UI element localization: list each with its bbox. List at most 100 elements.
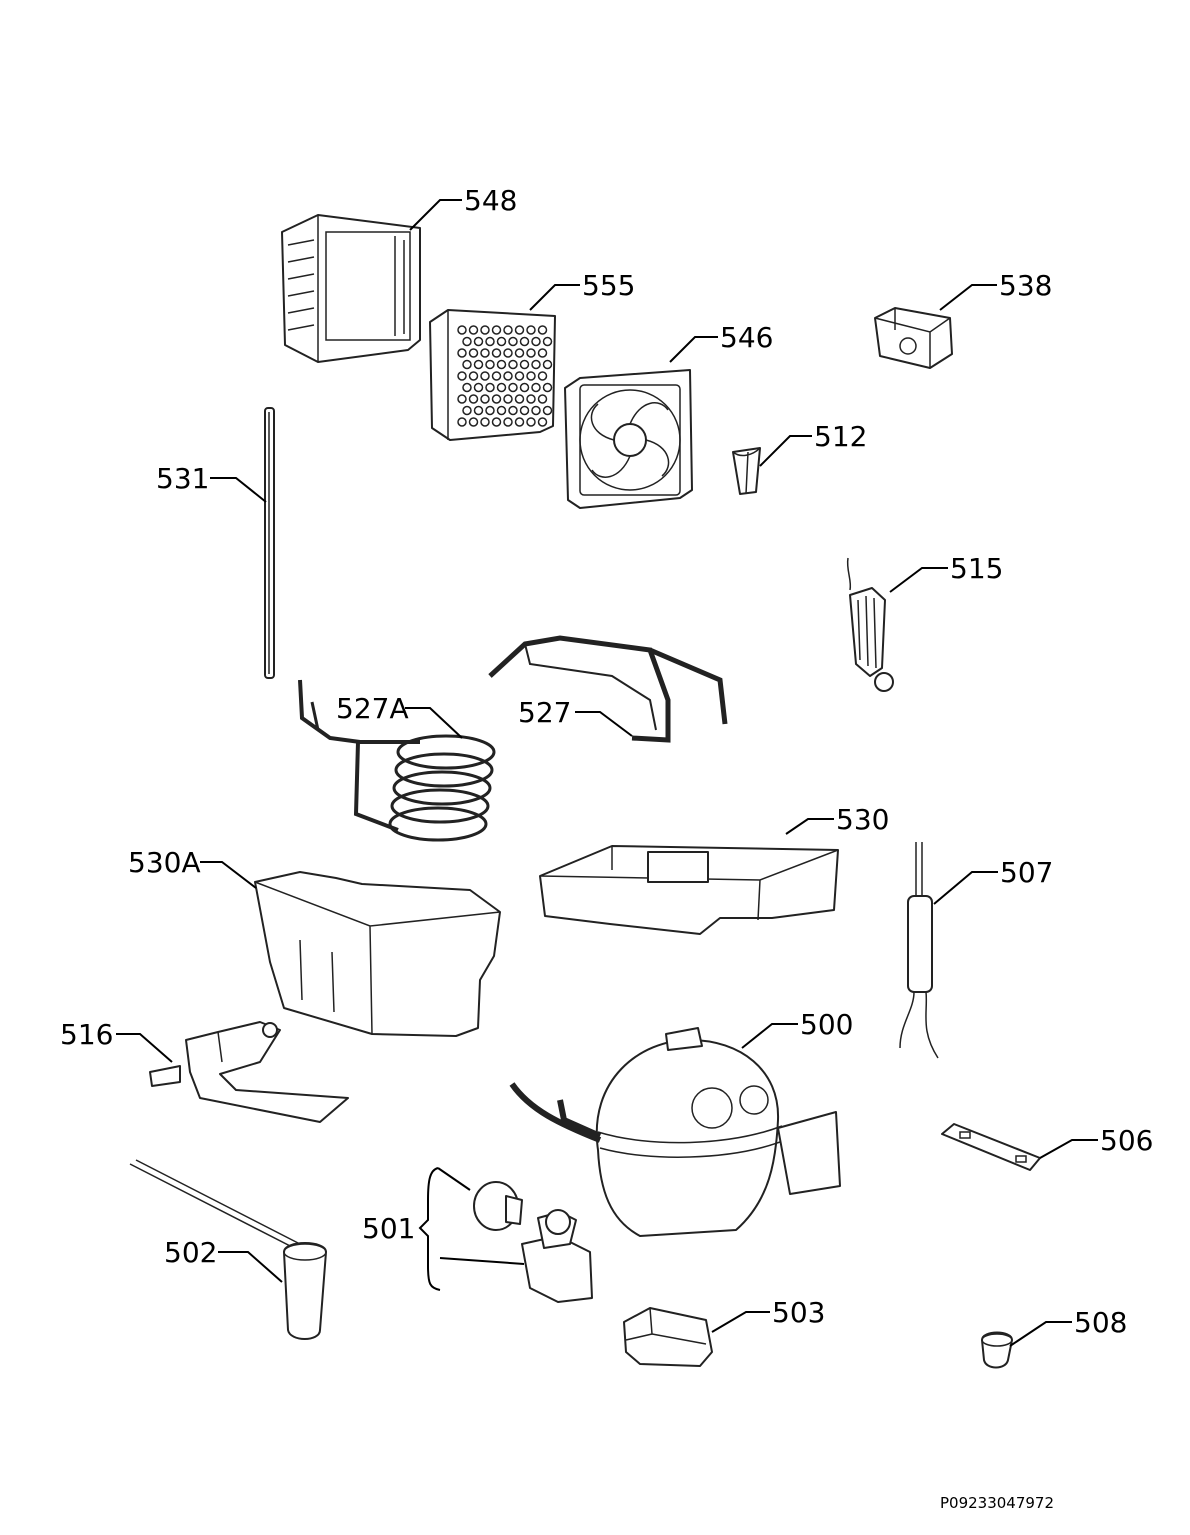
filter-hole	[468, 325, 479, 335]
filter-hole	[531, 336, 541, 347]
part-530A-box	[254, 871, 501, 1037]
part-500-compressor	[509, 1027, 841, 1237]
label-530A: 530A	[128, 846, 201, 879]
filter-hole	[496, 359, 507, 370]
part-546-fan	[564, 369, 693, 509]
filter-hole	[519, 336, 530, 347]
filter-hole	[496, 405, 507, 416]
filter-hole	[473, 382, 484, 393]
filter-hole	[503, 325, 513, 335]
filter-hole	[519, 359, 530, 370]
filter-hole	[503, 371, 513, 381]
filter-hole	[485, 405, 495, 416]
label-527A: 527A	[336, 692, 409, 725]
leader-lines	[116, 199, 1098, 1347]
filter-hole	[485, 382, 495, 393]
filter-hole	[526, 417, 536, 427]
filter-hole	[480, 394, 490, 404]
part-512-cap	[732, 447, 761, 495]
part-527-tube	[488, 635, 728, 743]
part-506-plate	[941, 1123, 1041, 1171]
filter-hole	[457, 394, 467, 404]
filter-hole	[514, 325, 525, 335]
filter-hole	[468, 371, 479, 381]
filter-hole	[457, 325, 467, 335]
filter-hole	[473, 336, 484, 347]
filter-hole	[514, 394, 525, 404]
part-516-bracket	[149, 1021, 349, 1123]
label-546: 546	[720, 321, 773, 354]
filter-hole	[473, 359, 484, 370]
filter-hole	[457, 348, 467, 358]
filter-hole	[526, 348, 536, 358]
filter-hole	[496, 336, 507, 347]
label-507: 507	[1000, 856, 1053, 889]
part-503-module	[623, 1307, 713, 1367]
part-507-capsule	[899, 842, 939, 1059]
filter-hole	[537, 417, 548, 427]
part-501-relay-group	[418, 1167, 593, 1303]
filter-hole	[462, 405, 472, 416]
filter-hole	[514, 417, 525, 427]
filter-hole	[542, 336, 553, 347]
filter-hole	[514, 348, 525, 358]
filter-hole	[537, 348, 548, 358]
label-515: 515	[950, 552, 1003, 585]
label-502: 502	[164, 1236, 217, 1269]
filter-hole	[457, 417, 467, 427]
filter-hole	[542, 405, 553, 416]
filter-hole	[468, 417, 479, 427]
filter-hole	[503, 417, 513, 427]
filter-hole	[503, 394, 513, 404]
filter-hole	[457, 371, 467, 381]
filter-hole	[519, 405, 530, 416]
document-id: P09233047972	[940, 1494, 1054, 1512]
filter-hole	[542, 359, 553, 370]
filter-hole	[526, 371, 536, 381]
filter-hole	[462, 336, 472, 347]
label-516: 516	[60, 1018, 113, 1051]
part-555-filter	[429, 309, 556, 441]
filter-hole	[480, 348, 490, 358]
part-548-housing	[281, 214, 421, 363]
filter-hole	[519, 382, 530, 393]
label-555: 555	[582, 269, 635, 302]
filter-hole	[503, 348, 513, 358]
filter-hole	[468, 348, 479, 358]
filter-hole	[531, 382, 541, 393]
filter-hole	[496, 382, 507, 393]
label-538: 538	[999, 269, 1052, 302]
part-530-tray	[539, 845, 839, 935]
filter-hole	[491, 394, 502, 404]
filter-hole	[531, 405, 541, 416]
filter-hole	[462, 359, 472, 370]
filter-hole	[508, 382, 518, 393]
filter-hole	[485, 359, 495, 370]
filter-hole	[514, 371, 525, 381]
label-530: 530	[836, 803, 889, 836]
filter-hole	[480, 325, 490, 335]
filter-hole	[468, 394, 479, 404]
filter-hole	[542, 382, 553, 393]
part-527A-coil	[298, 679, 496, 842]
filter-hole	[480, 417, 490, 427]
part-531-rod	[264, 407, 275, 679]
filter-hole	[537, 325, 548, 335]
filter-hole	[508, 359, 518, 370]
filter-hole	[473, 405, 484, 416]
filter-hole	[508, 336, 518, 347]
part-515-heater	[846, 557, 894, 692]
filter-hole	[485, 336, 495, 347]
label-531: 531	[156, 462, 209, 495]
label-508: 508	[1074, 1306, 1127, 1339]
filter-hole	[462, 382, 472, 393]
filter-hole	[491, 348, 502, 358]
part-508-ring	[981, 1331, 1013, 1369]
filter-hole	[537, 394, 548, 404]
label-506: 506	[1100, 1124, 1153, 1157]
filter-hole	[526, 325, 536, 335]
label-548: 548	[464, 184, 517, 217]
label-512: 512	[814, 420, 867, 453]
label-501: 501	[362, 1212, 415, 1245]
